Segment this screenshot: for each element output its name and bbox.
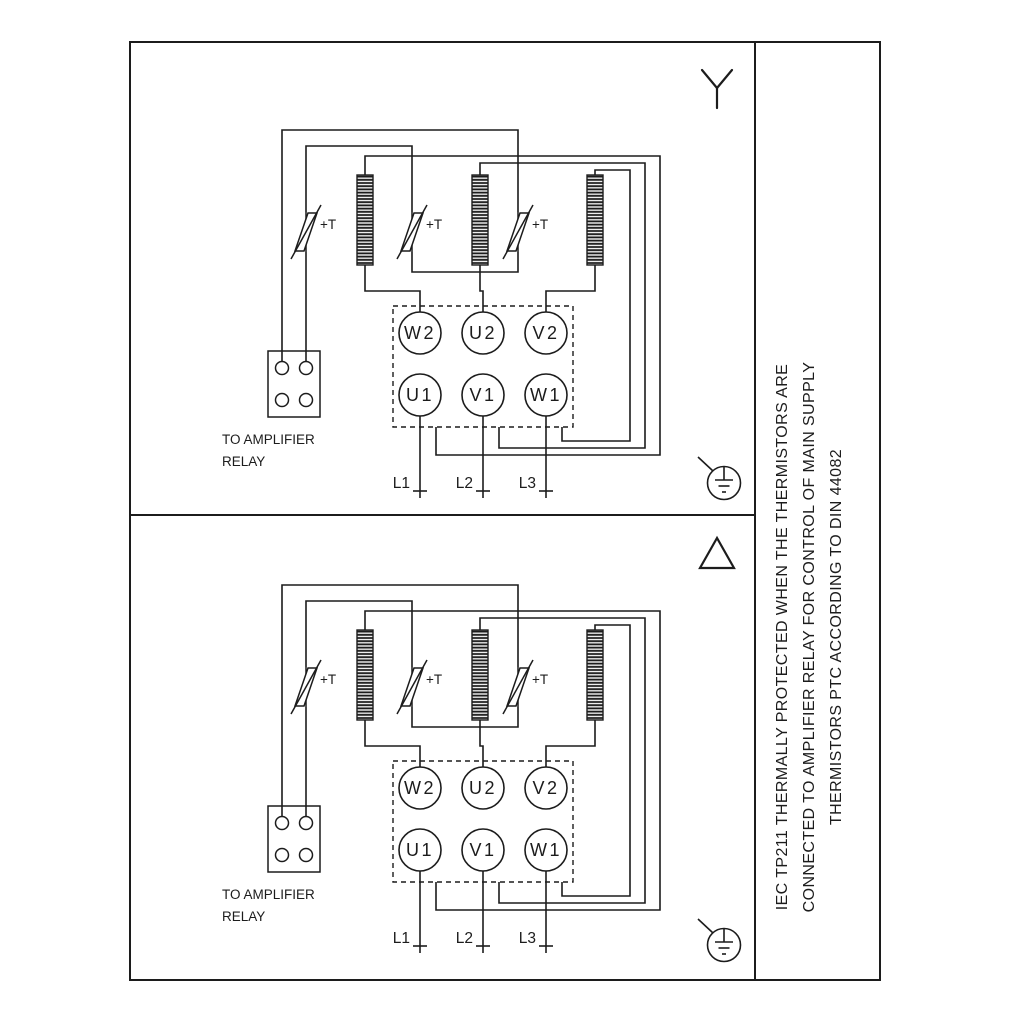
relay-note-line1: TO AMPLIFIER (222, 432, 315, 447)
supply-label-l1: L1 (393, 930, 410, 947)
terminal-label-v1: V1 (469, 840, 496, 860)
thermistor-label: +T (320, 672, 336, 687)
terminal-label-w2: W2 (404, 323, 436, 343)
terminal-label-w1: W1 (530, 840, 562, 860)
supply-label-l3: L3 (519, 930, 536, 947)
terminal-label-v1: V1 (469, 385, 496, 405)
thermistor-icon (290, 204, 322, 260)
amplifier-relay-connector (267, 805, 321, 873)
thermistor-icon (502, 659, 534, 715)
motor-winding-icon (356, 174, 374, 266)
star-connection-panel: +T +T +T TO AMPLIFIER RELAY W2 U2 V2 U1 … (222, 68, 742, 501)
amplifier-relay-connector (267, 350, 321, 418)
supply-label-l2: L2 (456, 930, 473, 947)
earth-ground-icon (697, 456, 742, 501)
relay-note-line2: RELAY (222, 454, 265, 469)
side-note-line-3: THERMISTORS PTC ACCORDING TO DIN 44082 (828, 449, 845, 825)
thermistor-label: +T (426, 672, 442, 687)
delta-connection-icon (698, 535, 736, 570)
supply-label-l3: L3 (519, 475, 536, 492)
terminal-board (392, 305, 574, 428)
motor-winding-icon (586, 629, 604, 721)
delta-connection-panel: +T +T +T TO AMPLIFIER RELAY W2 U2 V2 U1 … (222, 535, 742, 963)
side-note: IEC TP211 THERMALLY PROTECTED WHEN THE T… (774, 362, 845, 913)
star-connection-icon (700, 68, 734, 110)
thermistor-icon (396, 659, 428, 715)
relay-note-line1: TO AMPLIFIER (222, 887, 315, 902)
thermistor-icon (396, 204, 428, 260)
thermistor-icon (290, 659, 322, 715)
terminal-label-v2: V2 (532, 778, 559, 798)
motor-winding-icon (471, 174, 489, 266)
earth-ground-icon (697, 918, 742, 963)
terminal-label-u2: U2 (469, 778, 497, 798)
terminal-label-w2: W2 (404, 778, 436, 798)
side-note-column (754, 41, 881, 981)
supply-label-l1: L1 (393, 475, 410, 492)
motor-winding-icon (586, 174, 604, 266)
motor-winding-icon (356, 629, 374, 721)
side-note-line-2: CONNECTED TO AMPLIFIER RELAY FOR CONTROL… (801, 362, 818, 913)
terminal-label-u2: U2 (469, 323, 497, 343)
supply-label-l2: L2 (456, 475, 473, 492)
relay-note-line2: RELAY (222, 909, 265, 924)
motor-winding-icon (471, 629, 489, 721)
terminal-label-v2: V2 (532, 323, 559, 343)
terminal-label-u1: U1 (406, 840, 434, 860)
thermistor-label: +T (532, 217, 548, 232)
side-note-line-1: IEC TP211 THERMALLY PROTECTED WHEN THE T… (774, 364, 791, 910)
terminal-label-u1: U1 (406, 385, 434, 405)
thermistor-label: +T (532, 672, 548, 687)
terminal-board (392, 760, 574, 883)
thermistor-icon (502, 204, 534, 260)
thermistor-label: +T (320, 217, 336, 232)
terminal-label-w1: W1 (530, 385, 562, 405)
thermistor-label: +T (426, 217, 442, 232)
